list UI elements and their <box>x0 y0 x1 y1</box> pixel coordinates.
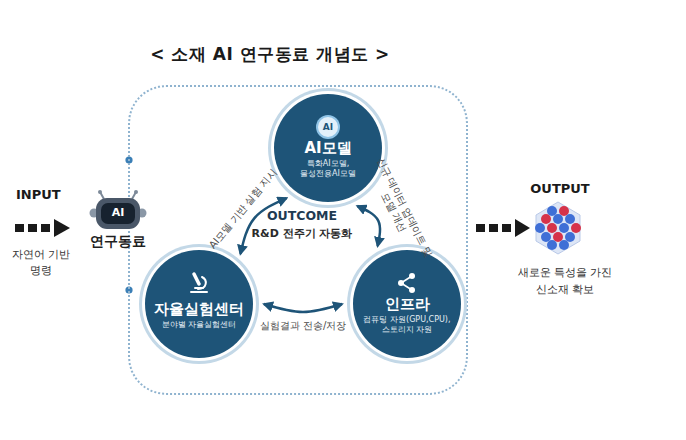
atom <box>559 240 569 250</box>
circle-fill <box>145 250 253 358</box>
circle-ring <box>268 88 388 208</box>
atom <box>541 232 551 242</box>
atom <box>547 240 557 250</box>
atom <box>553 232 563 242</box>
circle-fill <box>274 94 382 202</box>
atom <box>559 206 569 216</box>
input-arrow-dash <box>15 224 24 232</box>
atom <box>565 214 575 224</box>
edge-label: AI모델 기반 실험 지시 <box>190 147 295 270</box>
circle-gap <box>350 247 464 361</box>
module-circle: 인프라컴퓨팅 자원(GPU,CPU), 스토리지 자원 <box>347 244 467 364</box>
output-arrow-dash <box>489 224 498 232</box>
circle-subtitle: 분야별 자율실험센터 <box>162 320 237 330</box>
microscope-tube <box>194 274 199 284</box>
atom <box>541 214 551 224</box>
input-arrow-head <box>54 219 70 237</box>
microscope-icon <box>191 274 207 292</box>
share-dot <box>398 280 404 286</box>
diagram-title: < 소재 AI 연구동료 개념도 > <box>60 43 480 66</box>
module-circle: 자율실험센터분야별 자율실험센터 <box>139 244 259 364</box>
circle-subtitle: 컴퓨팅 자원(GPU,CPU), 스토리지 자원 <box>357 315 457 335</box>
input-note: 자연어 기반 명령 <box>8 247 74 279</box>
circle-ring <box>139 244 259 364</box>
share-link <box>401 276 412 283</box>
atom <box>565 232 575 242</box>
molecule-icon <box>535 206 581 250</box>
output-arrow-dash <box>502 224 511 232</box>
share-link <box>401 283 412 290</box>
flow-arrow <box>357 206 380 246</box>
share-dot <box>409 287 415 293</box>
input-heading: INPUT <box>16 187 76 202</box>
share-icon <box>398 273 415 293</box>
input-arrow-dash <box>28 224 37 232</box>
microscope-arm <box>198 277 206 289</box>
atom <box>547 206 557 216</box>
circle-gap <box>142 247 256 361</box>
ai-badge: AI <box>318 117 338 137</box>
atom <box>553 214 563 224</box>
circle-title: 인프라 <box>385 296 430 313</box>
atom <box>535 223 545 233</box>
output-heading: OUTPUT <box>522 181 598 196</box>
robot-antenna-tip <box>98 190 102 194</box>
microscope-stage <box>195 287 203 289</box>
atom <box>559 223 569 233</box>
circle-title: AI모델 <box>304 140 351 157</box>
flow-arrow <box>264 304 342 312</box>
share-dot <box>409 273 415 279</box>
microscope-base <box>191 291 207 293</box>
robot-antenna-tip <box>134 190 138 194</box>
circle-gap <box>271 91 385 205</box>
output-arrow-head <box>515 219 530 237</box>
edge-label: 실험결과 전송/저장 <box>228 320 378 332</box>
robot-caption: 연구동료 <box>78 233 158 251</box>
module-circle: AI AI모델특화AI모델, 물성전용AI모델 <box>268 88 388 208</box>
circle-fill <box>353 250 461 358</box>
atom <box>571 223 581 233</box>
atom <box>547 223 557 233</box>
input-arrow-dash <box>41 224 50 232</box>
edge-label: 신규 데이터 업데이트 및 모델 개선 <box>363 156 434 265</box>
circle-ring <box>347 244 467 364</box>
circle-title: 자율실험센터 <box>154 301 244 318</box>
circle-subtitle: 특화AI모델, 물성전용AI모델 <box>278 159 378 179</box>
robot-badge: AI <box>78 205 158 221</box>
output-arrow-dash <box>476 224 485 232</box>
robot-node: AI 연구동료 <box>78 190 158 250</box>
molecule-hull <box>536 202 580 254</box>
output-note: 새로운 특성을 가진 신소재 확보 <box>503 264 627 298</box>
